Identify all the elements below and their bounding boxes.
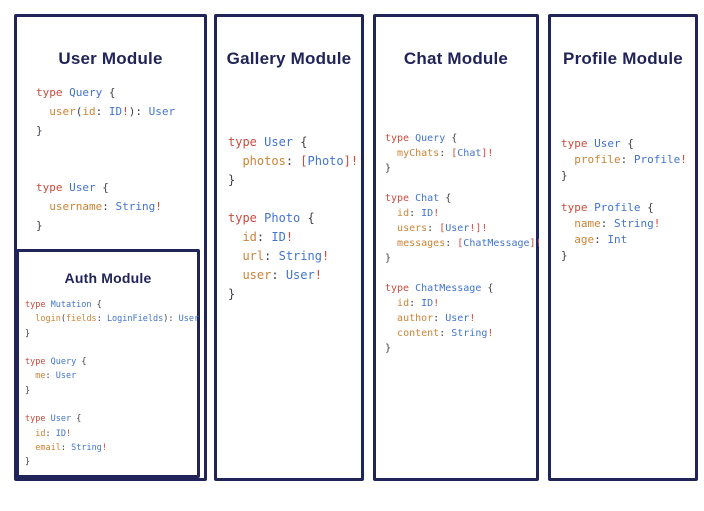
chat-module-title: Chat Module — [403, 49, 509, 68]
panel-chat-module: Chat Module type Query { myChats: [Chat]… — [373, 14, 542, 481]
profile-module-title: Profile Module — [563, 49, 683, 68]
gallery-module-title: Gallery Module — [226, 49, 352, 68]
auth-module-schema-code: type Mutation { login(fields: LoginField… — [25, 300, 200, 468]
panel-auth-module: Auth Module type Mutation { login(fields… — [16, 249, 200, 478]
user-module-schema-code: type Query { user(id: ID!): User} type U… — [36, 86, 176, 232]
profile-module-schema-code: type User { profile: Profile!} type Prof… — [561, 137, 687, 262]
chat-module-schema-code: type Query { myChats: [Chat]!} type Chat… — [385, 133, 542, 354]
panel-gallery-module: Gallery Module type User { photos: [Phot… — [214, 14, 364, 481]
gallery-module-schema-code: type User { photos: [Photo]!} type Photo… — [228, 135, 359, 301]
auth-module-title: Auth Module — [64, 270, 152, 286]
panel-profile-module: Profile Module type User { profile: Prof… — [548, 14, 698, 481]
user-module-title: User Module — [58, 49, 163, 68]
